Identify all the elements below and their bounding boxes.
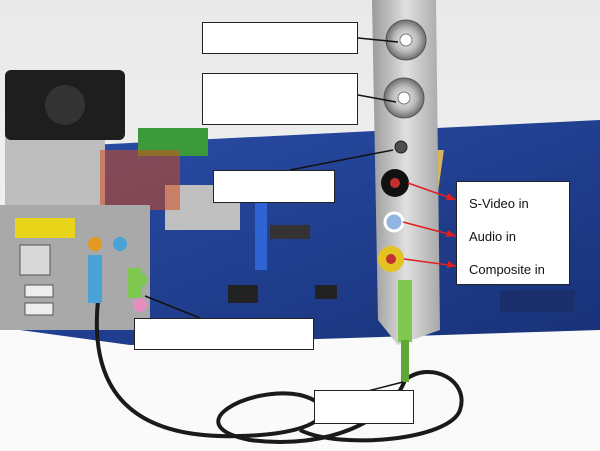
legend-composite-label: Composite in bbox=[469, 262, 545, 277]
svideo-port-center bbox=[390, 178, 400, 188]
audio-jack-orange bbox=[88, 237, 102, 251]
composite-port-center bbox=[386, 254, 396, 264]
audio-port-icon bbox=[383, 211, 405, 233]
callout-middle bbox=[213, 170, 335, 203]
usb-port-a bbox=[24, 284, 54, 298]
legend-audio-label: Audio in bbox=[469, 229, 516, 244]
ethernet-port bbox=[19, 244, 51, 276]
red-wires bbox=[100, 150, 180, 210]
green-plug-card-tip bbox=[401, 340, 409, 382]
callout-top bbox=[202, 22, 358, 54]
blue-plug bbox=[88, 255, 102, 303]
board-label-area bbox=[500, 290, 575, 312]
leader-middle bbox=[289, 149, 394, 171]
leader-second bbox=[357, 94, 397, 103]
chip-2 bbox=[315, 285, 337, 299]
legend-svideo-label: S-Video in bbox=[469, 196, 529, 211]
pci-slot bbox=[255, 200, 267, 270]
arrow-audio-head bbox=[446, 230, 456, 237]
callout-second bbox=[202, 73, 358, 125]
green-plug-card bbox=[398, 280, 412, 342]
audio-jack-blue bbox=[113, 237, 127, 251]
leader-lower-left bbox=[144, 295, 201, 319]
callout-bottom bbox=[314, 390, 414, 424]
cpu-fan-hub bbox=[45, 85, 85, 125]
bnc-connector-second-pin bbox=[397, 91, 411, 105]
arrow-composite bbox=[403, 258, 457, 267]
chip bbox=[228, 285, 258, 303]
leader-top bbox=[357, 37, 399, 43]
ir-jack bbox=[394, 140, 408, 154]
io-warning-label bbox=[15, 218, 75, 238]
arrow-composite-head bbox=[447, 261, 456, 268]
bnc-connector-top-pin bbox=[399, 33, 413, 47]
audio-jack-pink bbox=[133, 298, 147, 312]
callout-lower-left bbox=[134, 318, 314, 350]
black-cable-right bbox=[299, 369, 464, 443]
capacitor-row bbox=[270, 225, 310, 239]
cpu-cooler-body bbox=[5, 130, 105, 205]
green-plug-io bbox=[128, 268, 142, 298]
usb-port-b bbox=[24, 302, 54, 316]
black-cable-left bbox=[94, 299, 407, 444]
connector-legend: S-Video in Audio in Composite in bbox=[456, 181, 570, 285]
arrow-svideo-head bbox=[446, 193, 456, 200]
